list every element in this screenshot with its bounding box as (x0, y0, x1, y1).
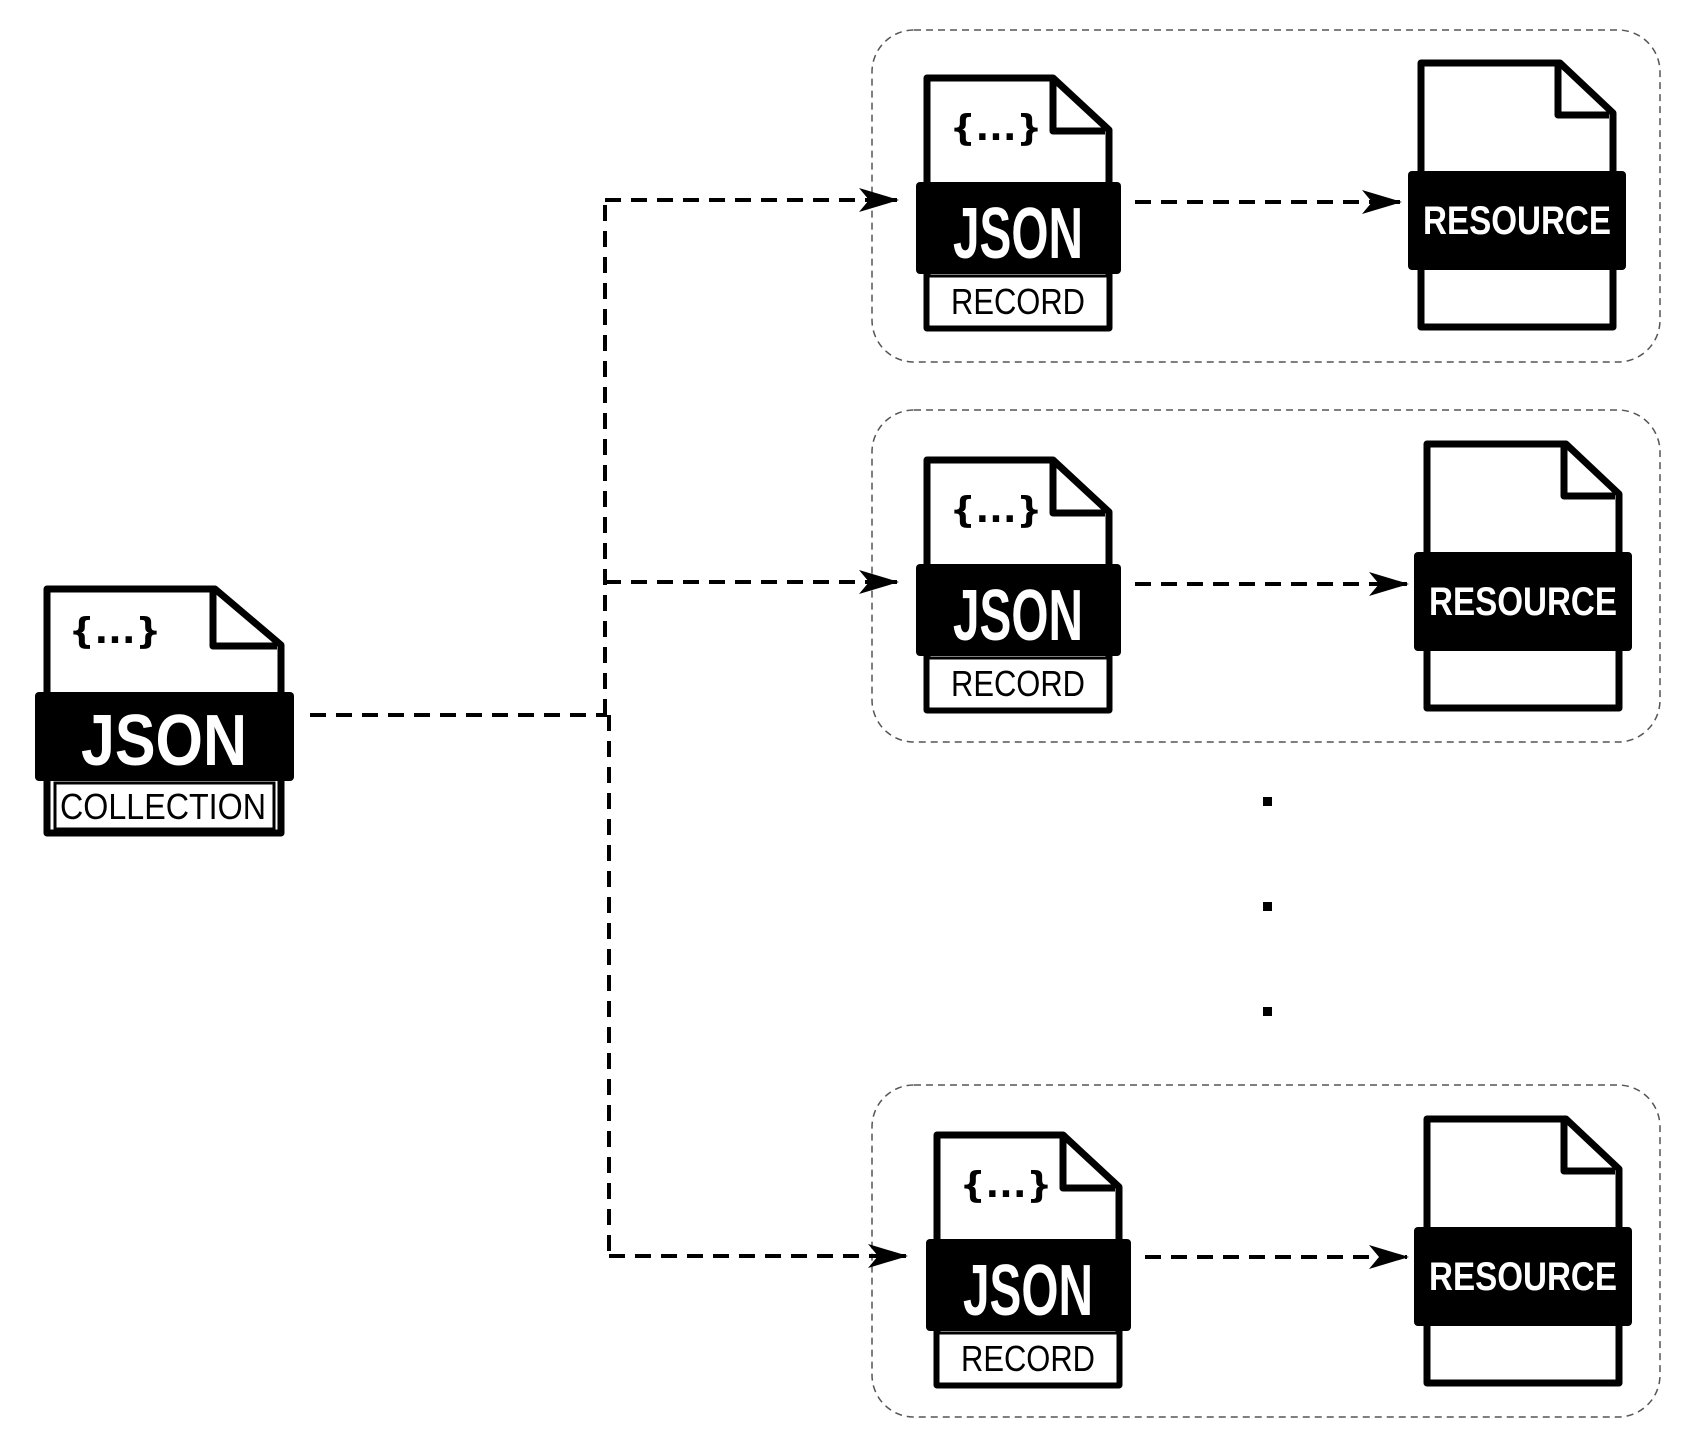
ellipsis-dot (1263, 902, 1272, 911)
record-band-label: JSON (953, 576, 1083, 656)
json-collection-file-icon: {...} JSON COLLECTION (35, 585, 294, 837)
json-record-file-icon: {...} JSON RECORD (926, 1131, 1131, 1389)
record-group-2 (871, 409, 1661, 743)
record-braces: {...} (950, 490, 1042, 531)
record-label-box (936, 1331, 1120, 1386)
json-record-file-icon: {...} JSON RECORD (916, 74, 1121, 332)
resource-file-icon: RESOURCE (1414, 440, 1632, 712)
resource-band (1414, 1227, 1632, 1326)
record-band (916, 564, 1121, 656)
resource-band (1414, 552, 1632, 651)
record-label: RECORD (961, 1338, 1095, 1379)
resource-file-icon: RESOURCE (1408, 59, 1626, 331)
collection-label-box (53, 781, 276, 831)
resource-label: RESOURCE (1429, 1255, 1617, 1299)
collection-label: COLLECTION (60, 786, 266, 827)
record-label: RECORD (951, 281, 1085, 322)
record-label-box (926, 656, 1110, 711)
resource-file-icon: RESOURCE (1414, 1115, 1632, 1387)
record-label: RECORD (951, 663, 1085, 704)
resource-label: RESOURCE (1429, 580, 1617, 624)
record-group-1 (871, 29, 1661, 363)
record-band-label: JSON (963, 1251, 1093, 1331)
collection-band (35, 692, 294, 781)
resource-label: RESOURCE (1423, 199, 1611, 243)
vertical-ellipsis-icon (1263, 797, 1272, 1016)
collection-braces: {...} (69, 611, 161, 652)
record-braces: {...} (950, 108, 1042, 149)
record-label-box (926, 274, 1110, 329)
record-group-3 (871, 1084, 1661, 1418)
collection-band-label: JSON (81, 701, 247, 781)
json-record-file-icon: {...} JSON RECORD (916, 456, 1121, 714)
record-band (916, 182, 1121, 274)
record-braces: {...} (960, 1165, 1052, 1206)
ellipsis-dot (1263, 1007, 1272, 1016)
resource-band (1408, 171, 1626, 270)
record-band-label: JSON (953, 194, 1083, 274)
record-band (926, 1239, 1131, 1331)
ellipsis-dot (1263, 797, 1272, 806)
